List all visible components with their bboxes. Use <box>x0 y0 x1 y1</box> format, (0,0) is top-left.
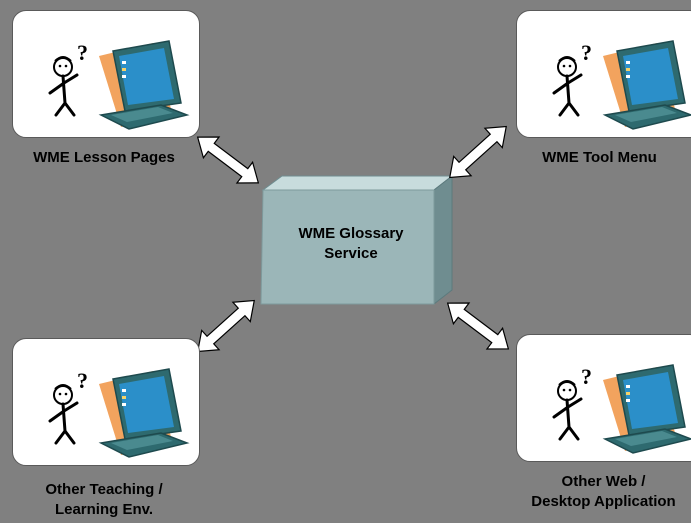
arrow-bottom-right <box>439 292 517 360</box>
person-with-question-mark-and-laptop-icon: ? <box>552 40 691 130</box>
node-card-top-left: ? <box>12 10 200 138</box>
svg-text:?: ? <box>77 368 88 393</box>
node-label-top-left-line-1: WME Lesson Pages <box>33 149 175 166</box>
node-label-bottom-left: Other Teaching / Learning Env. <box>6 480 202 520</box>
node-label-top-right: WME Tool Menu <box>508 148 691 168</box>
glossary-service-line-2: Service <box>324 245 378 262</box>
node-label-top-left: WME Lesson Pages <box>6 148 202 168</box>
node-label-bottom-left-line-2: Learning Env. <box>54 501 154 518</box>
node-card-top-right: ? <box>516 10 691 138</box>
person-with-question-mark-and-laptop-icon: ? <box>552 364 691 454</box>
svg-text:?: ? <box>581 40 592 65</box>
node-label-bottom-right-line-1: Other Web / <box>561 473 646 490</box>
node-card-bottom-right: ? <box>516 334 691 462</box>
node-label-bottom-right: Other Web / Desktop Application <box>516 472 691 512</box>
node-label-top-right-line-1: WME Tool Menu <box>542 149 657 166</box>
svg-text:?: ? <box>581 364 592 389</box>
node-label-bottom-right-line-2: Desktop Application <box>531 493 676 510</box>
glossary-service-label: WME Glossary Service <box>265 224 437 264</box>
person-with-question-mark-and-laptop-icon: ? <box>48 368 190 458</box>
double-headed-arrow-icon <box>439 292 517 360</box>
node-card-bottom-left: ? <box>12 338 200 466</box>
svg-text:?: ? <box>77 40 88 65</box>
person-with-question-mark-and-laptop-icon: ? <box>48 40 190 130</box>
glossary-service-line-1: WME Glossary <box>298 225 404 242</box>
box-front-face <box>260 189 435 305</box>
arrow-top-right <box>440 116 516 188</box>
double-headed-arrow-icon <box>440 116 516 188</box>
node-label-bottom-left-line-1: Other Teaching / <box>45 481 163 498</box>
